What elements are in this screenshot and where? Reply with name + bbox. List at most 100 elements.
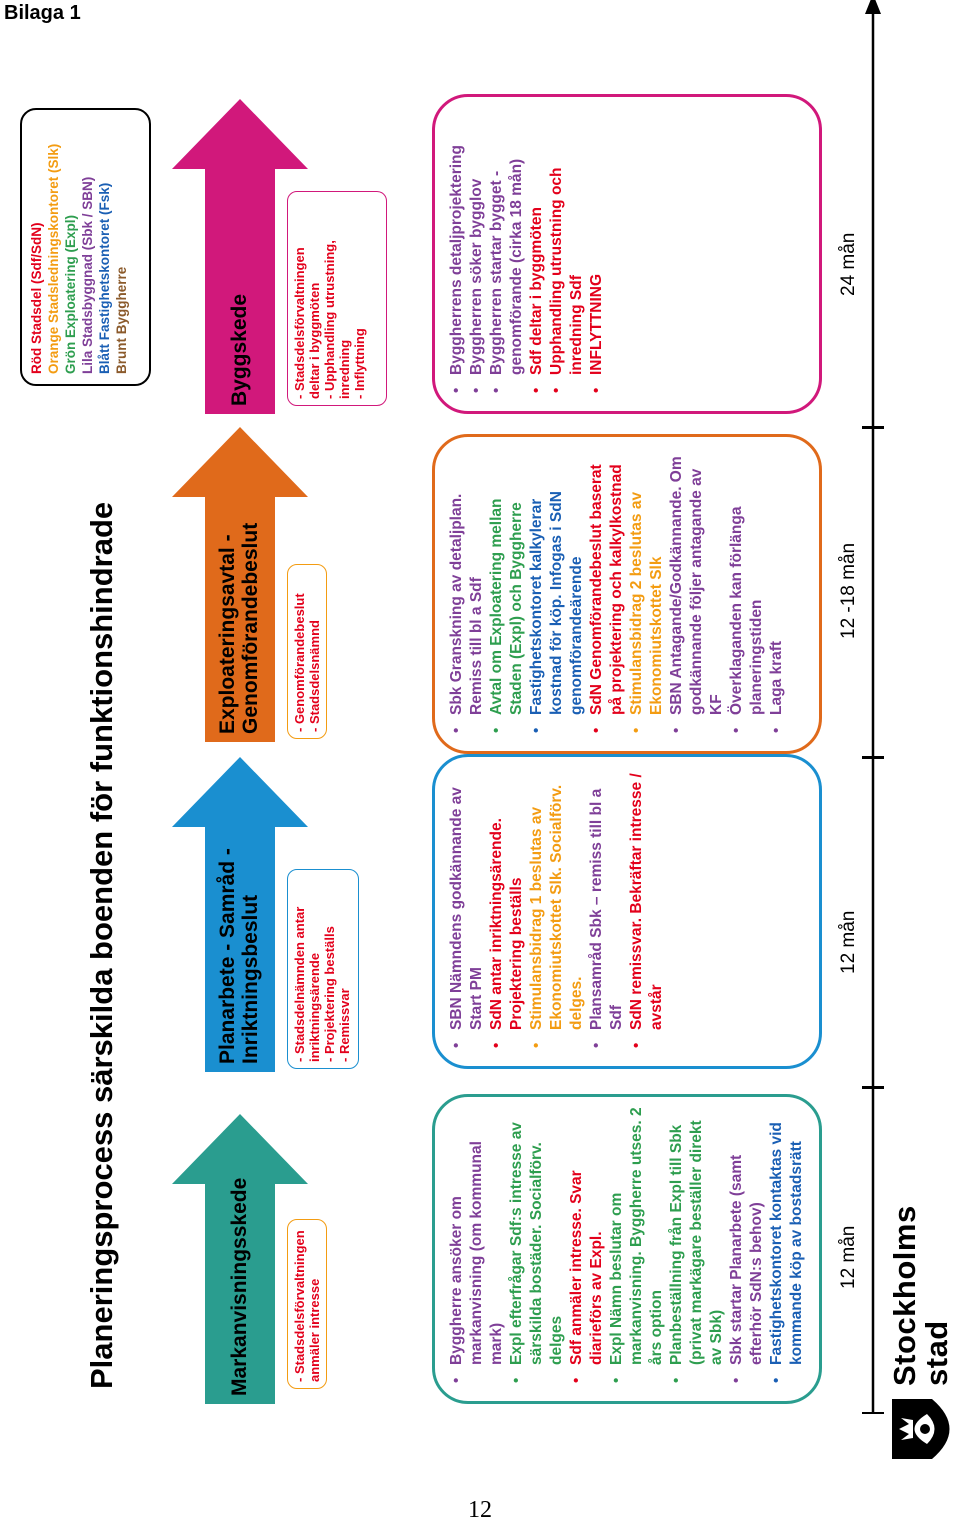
- note-line: - Genomförandebeslut: [292, 593, 307, 732]
- phase-item-text: Upphandling utrustning och inredning Sdf: [548, 167, 585, 376]
- arrow-label: Exploateringsavtal -Genomförandebeslut: [216, 523, 262, 734]
- timeline-label: 24 mån: [838, 232, 859, 296]
- timeline-label: 12 -18 mån: [838, 542, 859, 639]
- phase-item: •Expl Nämn beslutar om markanvisning. By…: [607, 1107, 667, 1387]
- note-line: anmäler intresse: [307, 1278, 322, 1382]
- bullet-icon: •: [528, 1042, 545, 1048]
- phase-item: •Expl efterfrågar Sdf:s intresse av särs…: [507, 1107, 567, 1387]
- phase-item-text: Sdf deltar i byggmöten: [528, 207, 545, 375]
- phase-item-text: Avtal om Exploatering mellan Staden (Exp…: [488, 498, 525, 715]
- phase-note: - Genomförandebeslut- Stadsdelsnämnd: [287, 564, 327, 739]
- timeline-tick: [862, 1412, 884, 1414]
- bullet-icon: •: [768, 1377, 785, 1383]
- arrow-label-line: Inriktningsbeslut: [239, 894, 262, 1064]
- phase-item: •SdN antar inriktningsärende. Projekteri…: [487, 767, 527, 1052]
- arrow-label-line: Byggskede: [228, 293, 251, 406]
- page-header: Bilaga 1: [4, 2, 81, 24]
- bullet-icon: •: [668, 1377, 685, 1383]
- phase-item: •Byggherre ansöker om markanvisning (om …: [447, 1107, 507, 1387]
- phase-item-text: SdN Genomförandebeslut baserat på projek…: [588, 464, 625, 715]
- note-line: - Projektering beställs: [322, 926, 337, 1062]
- phase-item: • Avtal om Exploatering mellan Staden (Ex…: [487, 447, 527, 737]
- phase-item: •Byggherren startar bygget - genomförand…: [487, 107, 527, 397]
- phase-box: •Byggherrens detaljprojektering•Byggherr…: [432, 94, 822, 414]
- phase-item: •SBN Antagande/Godkännande. Om godkännan…: [667, 447, 727, 737]
- note-line: - Upphandling utrustning,: [322, 240, 337, 399]
- phase-item: •INFLYTTNING: [587, 107, 607, 397]
- arrow-shape: [172, 427, 308, 742]
- logo-text-line: stad: [919, 1320, 954, 1386]
- timeline-label: 12 mån: [838, 1225, 859, 1289]
- arrow-label-line: Exploateringsavtal -: [216, 534, 239, 734]
- phase-item: •Laga kraft: [767, 447, 787, 737]
- phase-item-text: Expl Nämn beslutar om markanvisning. Byg…: [608, 1107, 665, 1365]
- bullet-icon: •: [568, 1377, 585, 1383]
- arrow-shape: [172, 757, 308, 1072]
- legend-entry: Orange Stadsledningskontoret (Slk): [46, 143, 61, 374]
- note-line: inredning: [337, 339, 352, 399]
- phase-item-text: Fastighetskontoret kontaktas vid kommand…: [768, 1122, 805, 1365]
- phase-item: •Stimulansbidrag 1 beslutas av Ekonomiut…: [527, 767, 587, 1052]
- bullet-icon: •: [448, 1042, 465, 1048]
- page-number: 12: [468, 1497, 492, 1523]
- phase-item-text: Överklaganden kan förlänga planeringstid…: [728, 506, 765, 715]
- phase-arrow: Planarbete - Samråd -Inriktningsbeslut: [172, 757, 308, 1072]
- arrow-shape: [172, 1114, 308, 1404]
- bullet-icon: •: [528, 387, 545, 393]
- phase-item: •Plansamråd Sbk – remiss till bl a Sdf: [587, 767, 627, 1052]
- bullet-icon: •: [588, 727, 605, 733]
- bullet-icon: •: [448, 387, 465, 393]
- timeline-axis: [862, 0, 884, 1414]
- phase-item: •Sbk Granskning av detaljplan. Remiss ti…: [447, 447, 487, 737]
- arrow-label-line: Markanvisningsskede: [228, 1177, 251, 1396]
- timeline-label: 12 mån: [838, 910, 859, 974]
- phase-item-text: Plansamråd Sbk – remiss till bl a Sdf: [588, 788, 625, 1030]
- phase-box: • Sbk Granskning av detaljplan. Remiss ti…: [432, 434, 822, 754]
- legend-entry: Röd Stadsdel (Sdf/SdN): [29, 222, 44, 375]
- bullet-icon: •: [488, 727, 505, 733]
- phase-item-text: Fastighetskontoret kalkylerar kostnad fö…: [528, 491, 585, 715]
- phase-item: •Överklaganden kan förlänga planeringsti…: [727, 447, 767, 737]
- phase-item: •Sbk startar Planarbete (samt efterhör S…: [727, 1107, 767, 1387]
- phase-arrow: Byggskede: [172, 99, 308, 414]
- phase-item-text: SdN remissvar. Bekräftar intresse / avst…: [628, 773, 665, 1030]
- bullet-icon: •: [628, 1042, 645, 1048]
- phase-item-text: Sbk Granskning av detaljplan. Remiss til…: [448, 493, 485, 715]
- phase-item-text: Sdf anmäler intresse. Svar diarieförs av…: [568, 1170, 605, 1365]
- legend-entry: Brunt Byggherre: [114, 266, 129, 374]
- phase-item-text: SdN antar inriktningsärende. Projekterin…: [488, 818, 525, 1030]
- logo-text-line: Stockholms: [887, 1205, 922, 1386]
- bullet-icon: •: [528, 727, 545, 733]
- phase-item: • Sdf deltar i byggmöten: [527, 107, 547, 397]
- bullet-icon: •: [728, 1377, 745, 1383]
- arrow-label-line: Planarbete - Samråd -: [216, 848, 239, 1064]
- stockholm-logo: Stockholms stad: [885, 1205, 960, 1464]
- phase-item-text: SBN Nämndens godkännande av Start PM: [448, 787, 485, 1030]
- note-line: - Stadsdelsförvaltningen: [292, 1230, 307, 1382]
- color-legend: Röd Stadsdel (Sdf/SdN)Orange Stadslednin…: [20, 108, 151, 386]
- phase-item: • Sdf anmäler intresse. Svar diarieförs a…: [567, 1107, 607, 1387]
- phase-item: •Stimulansbidrag 2 beslutas av Ekonomiut…: [627, 447, 667, 737]
- bullet-icon: •: [468, 387, 485, 393]
- legend-entry: Lila Stadsbyggnad (Sbk / SBN): [80, 176, 95, 374]
- phase-item: •Planbeställning från Expl till Sbk (pri…: [667, 1107, 727, 1387]
- note-line: - Stadsdelsförvaltningen: [292, 247, 307, 399]
- phase-box: •Byggherre ansöker om markanvisning (om …: [432, 1094, 822, 1404]
- diagram-title: Planeringsprocess särskilda boenden för …: [84, 501, 119, 1389]
- timeline-arrowhead: [865, 0, 881, 14]
- phase-item-text: Byggherren söker bygglov: [468, 178, 485, 375]
- bullet-icon: •: [548, 387, 565, 393]
- phase-item: • SdN remissvar. Bekräftar intresse / avs…: [627, 767, 667, 1052]
- phase-item: • Fastighetskontoret kontaktas vid komman…: [767, 1107, 807, 1387]
- note-line: - Stadsdelnämnden antar: [292, 906, 307, 1062]
- note-line: deltar i byggmöten: [307, 282, 322, 399]
- phase-item: • Upphandling utrustning och inredning Sd…: [547, 107, 587, 397]
- crown-crest-icon: [892, 1399, 950, 1459]
- bullet-icon: •: [768, 727, 785, 733]
- legend-entry: Blått Fastighetskontoret (Fsk): [97, 182, 112, 374]
- note-line: - Remissvar: [337, 988, 352, 1062]
